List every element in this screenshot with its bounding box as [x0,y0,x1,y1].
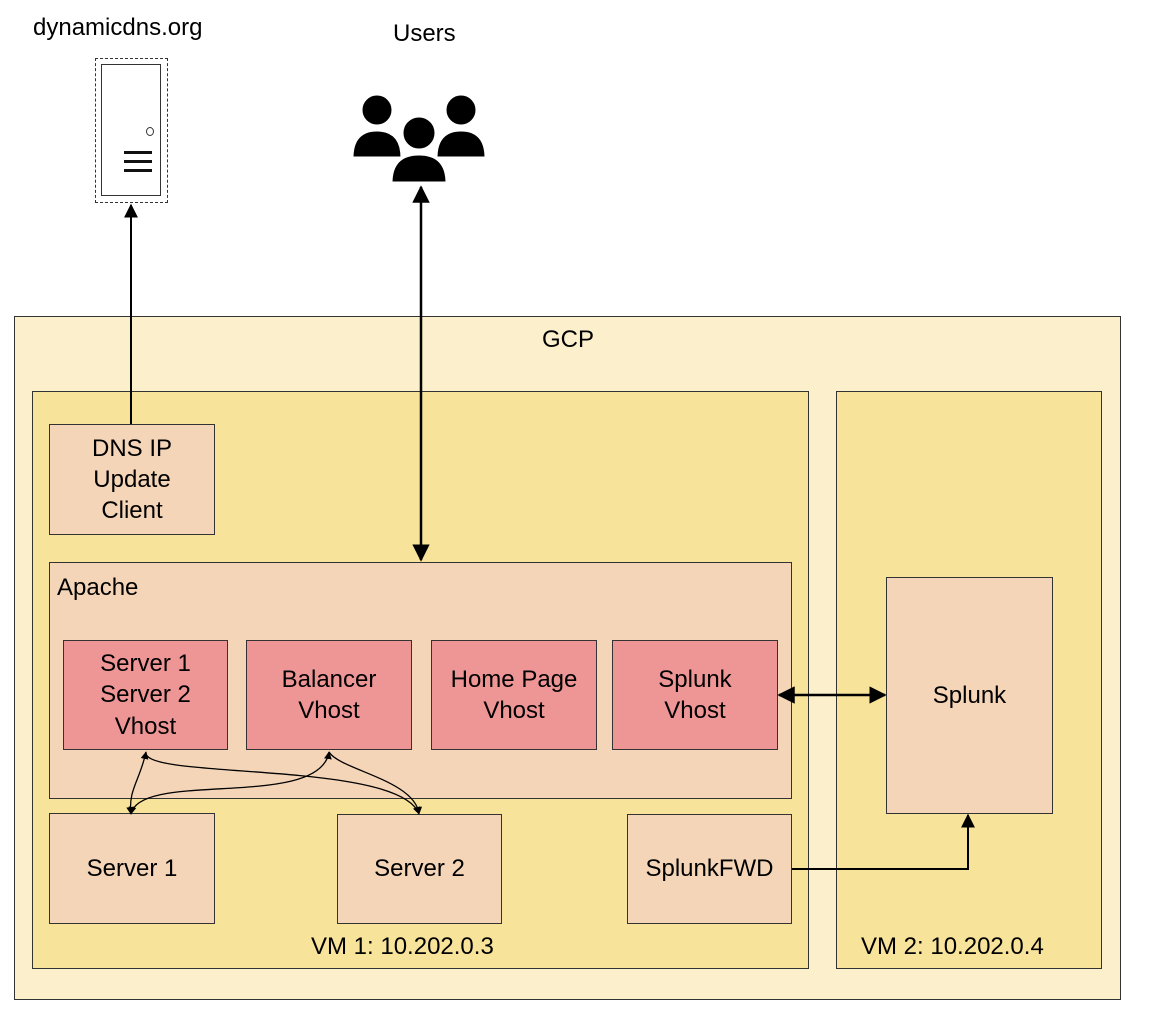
splunk-fwd-box: SplunkFWD [627,814,792,924]
balancer-to-server2-curve [328,751,423,815]
server-tower-icon [95,58,168,203]
vm2-label: VM 2: 10.202.0.4 [861,933,1044,960]
vhost-server1-to-server1-curve [126,751,147,815]
dns-ip-update-client: DNS IP Update Client [49,424,215,535]
users-group-icon [350,92,488,185]
balancer-to-server1-curve [128,751,332,815]
vhost-home-page: Home Page Vhost [431,640,597,750]
splunkfwd-splunk-arrow [792,813,975,870]
splunk-box: Splunk [886,577,1053,814]
vhost-balancer: Balancer Vhost [246,640,412,750]
vm1-label: VM 1: 10.202.0.3 [311,933,494,960]
server2-box: Server 2 [337,814,502,924]
users-label: Users [393,20,456,47]
dns-provider-label: dynamicdns.org [33,14,203,41]
apache-label: Apache [57,574,139,601]
vhost-server1-server2: Server 1 Server 2 Vhost [63,640,228,750]
gcp-label: GCP [542,326,595,353]
